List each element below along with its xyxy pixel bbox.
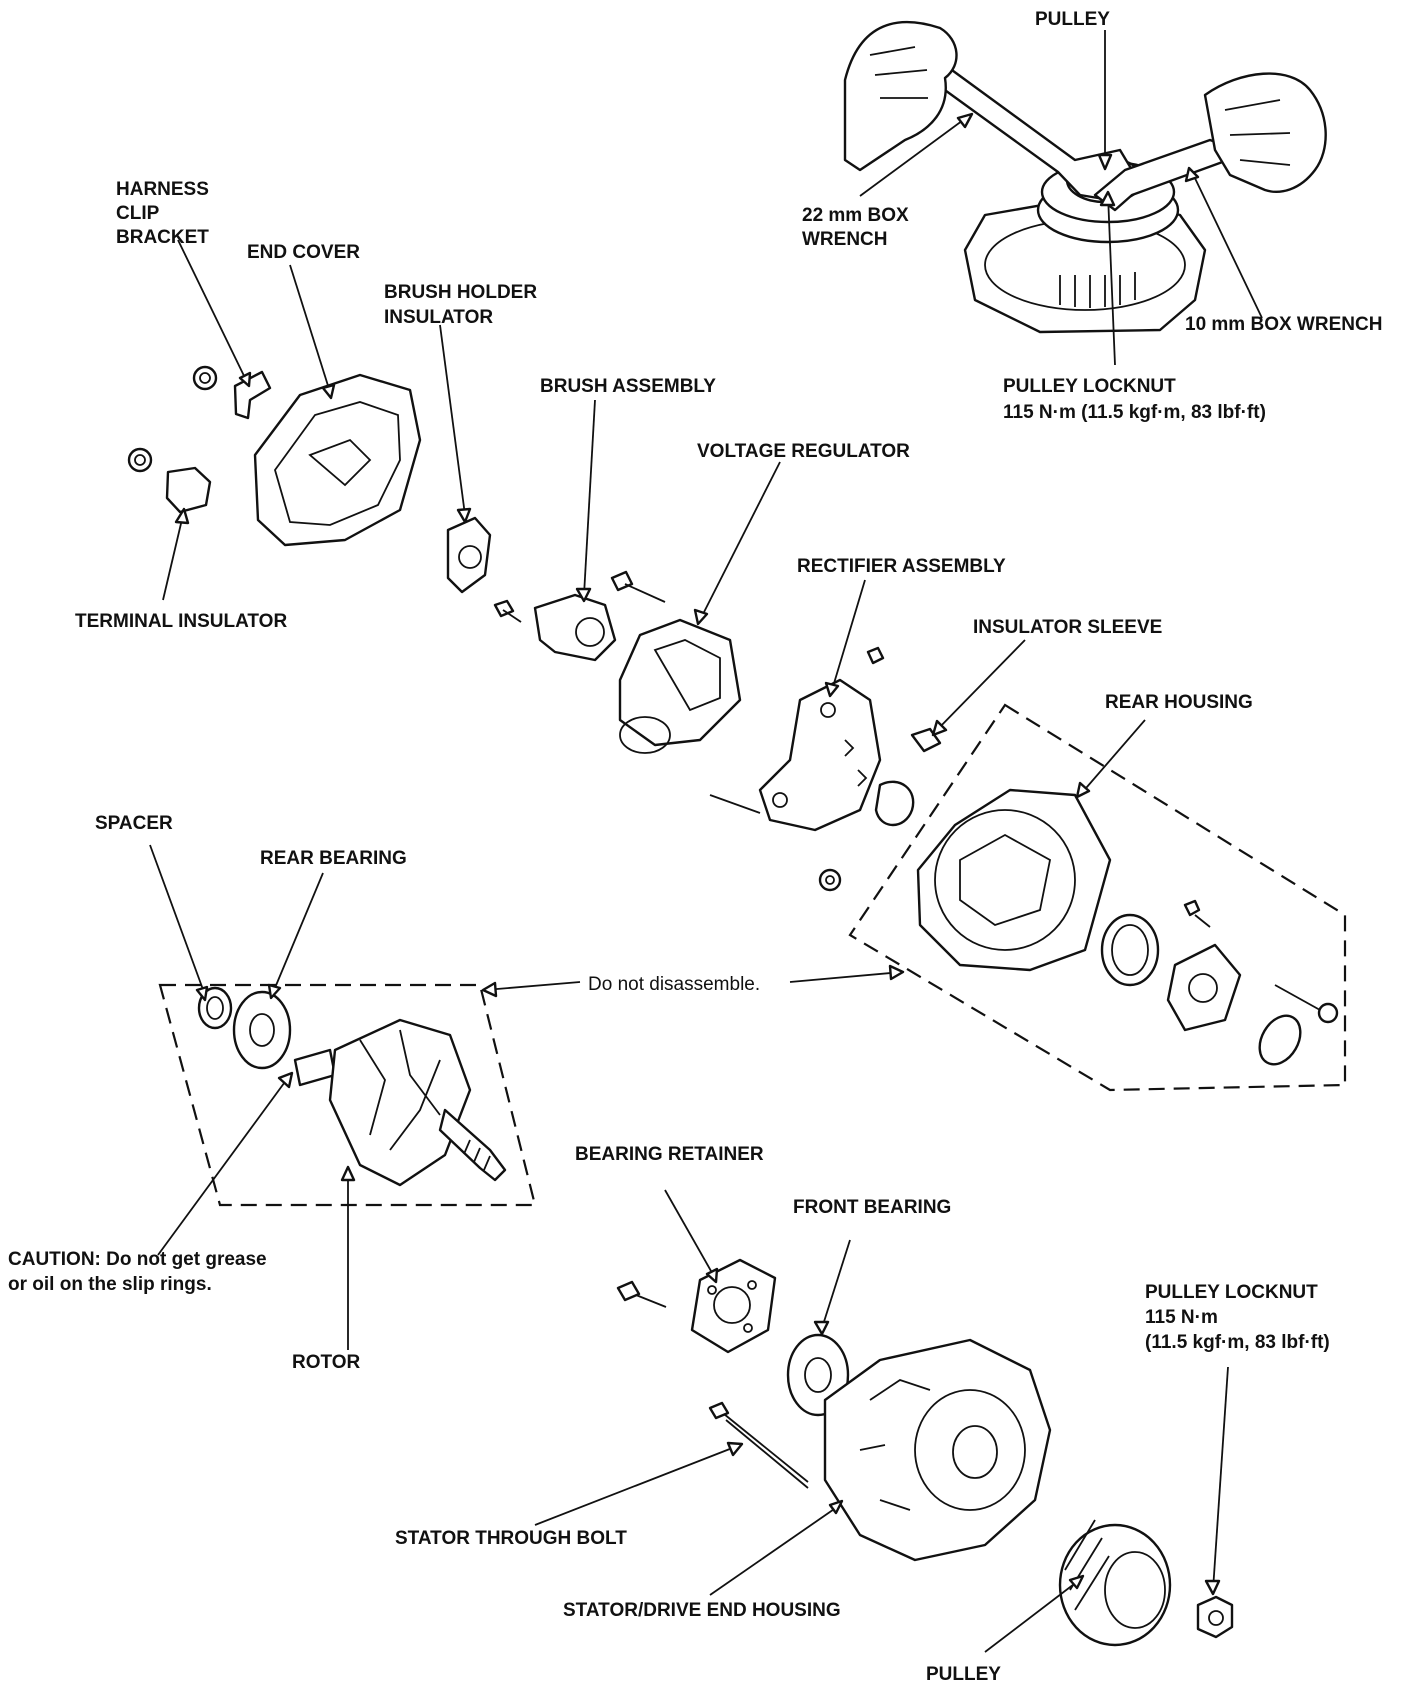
- label-terminal-insulator: TERMINAL INSULATOR: [75, 611, 287, 632]
- label-front-bearing: FRONT BEARING: [793, 1197, 951, 1218]
- rotor-group: [158, 983, 537, 1207]
- label-rear-bearing: REAR BEARING: [260, 848, 407, 869]
- label-pulley-locknut-bottom-1: PULLEY LOCKNUT: [1145, 1282, 1318, 1303]
- rectifier-parts: [709, 646, 942, 892]
- label-pulley-locknut-bottom-3: (11.5 kgf·m, 83 lbf·ft): [1145, 1332, 1330, 1353]
- front-housing-parts: [616, 1258, 1234, 1647]
- label-harness-clip-bracket-3: BRACKET: [116, 227, 209, 248]
- label-rotor: ROTOR: [292, 1352, 361, 1373]
- label-rectifier-assembly: RECTIFIER ASSEMBLY: [797, 556, 1006, 577]
- brush-regulator-parts: [446, 516, 742, 754]
- label-stator-through-bolt: STATOR THROUGH BOLT: [395, 1528, 627, 1549]
- label-harness-clip-bracket-2: CLIP: [116, 203, 160, 224]
- label-voltage-regulator: VOLTAGE REGULATOR: [697, 441, 910, 462]
- label-brush-holder-insulator-2: INSULATOR: [384, 307, 493, 328]
- label-insulator-sleeve: INSULATOR SLEEVE: [973, 617, 1162, 638]
- label-10mm-box-wrench: 10 mm BOX WRENCH: [1185, 314, 1382, 335]
- label-do-not-disassemble: Do not disassemble.: [588, 974, 760, 995]
- label-22mm-box-wrench-2: WRENCH: [802, 229, 888, 250]
- end-cover-parts: [127, 365, 422, 547]
- label-stator-drive-end-housing: STATOR/DRIVE END HOUSING: [563, 1600, 841, 1621]
- label-pulley-bottom: PULLEY: [926, 1664, 1001, 1684]
- label-brush-holder-insulator-1: BRUSH HOLDER: [384, 282, 537, 303]
- rear-housing-group: [848, 703, 1347, 1092]
- label-caution-2: or oil on the slip rings.: [8, 1274, 212, 1295]
- label-pulley-locknut-bottom-2: 115 N·m: [1145, 1307, 1218, 1328]
- label-caution-1: CAUTION: Do not get grease: [8, 1249, 267, 1270]
- label-22mm-box-wrench-1: 22 mm BOX: [802, 205, 909, 226]
- label-pulley-locknut-top-1: PULLEY LOCKNUT: [1003, 376, 1176, 397]
- leader-lines: [149, 30, 1263, 1653]
- label-harness-clip-bracket-1: HARNESS: [116, 179, 209, 200]
- label-end-cover: END COVER: [247, 242, 360, 263]
- label-rear-housing: REAR HOUSING: [1105, 692, 1253, 713]
- label-bearing-retainer: BEARING RETAINER: [575, 1144, 764, 1165]
- label-spacer: SPACER: [95, 813, 173, 834]
- label-brush-assembly: BRUSH ASSEMBLY: [540, 376, 716, 397]
- label-pulley-locknut-top-2: 115 N·m (11.5 kgf·m, 83 lbf·ft): [1003, 402, 1266, 423]
- pulley-removal-inset: [843, 20, 1327, 334]
- label-pulley-top: PULLEY: [1035, 9, 1110, 30]
